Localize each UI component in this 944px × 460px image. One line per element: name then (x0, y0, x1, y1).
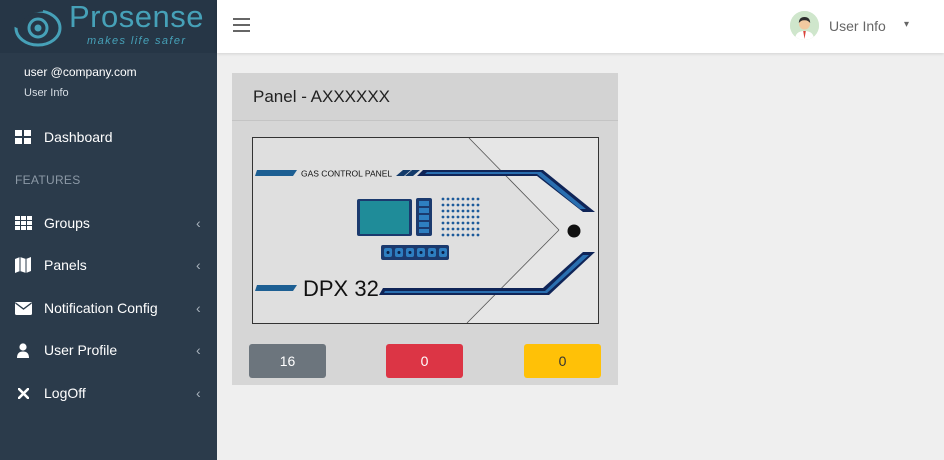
close-icon (14, 384, 32, 402)
gas-panel-illustration: GAS CONTROL PANEL (255, 137, 598, 324)
panel-title[interactable]: Panel - AXXXXXX (253, 86, 391, 106)
alarm-count: 0 (420, 353, 429, 369)
features-section-label: FEATURES (15, 173, 81, 187)
normal-count: 16 (279, 353, 296, 369)
user-subtitle: User Info (24, 87, 69, 99)
panel-counts: 16 0 0 (249, 344, 601, 378)
user-menu-label[interactable]: User Info (829, 18, 886, 34)
grid-icon (14, 214, 32, 232)
sidebar: Prosense makes life safer user @company.… (0, 0, 217, 460)
brand-tagline: makes life safer (87, 35, 187, 47)
dashboard-icon (14, 128, 32, 146)
warning-count: 0 (558, 353, 567, 369)
sidebar-item-label: User Profile (44, 342, 118, 358)
chevron-down-icon[interactable]: ▾ (904, 19, 910, 30)
sidebar-item-notification-config[interactable]: Notification Config ‹ (0, 289, 217, 327)
brand-name: Prosense (69, 0, 204, 34)
chevron-left-icon: ‹ (196, 300, 201, 316)
normal-count-button[interactable]: 16 (249, 344, 326, 378)
chevron-left-icon: ‹ (196, 215, 201, 231)
alarm-count-button[interactable]: 0 (386, 344, 463, 378)
sidebar-item-label: Groups (44, 215, 90, 231)
user-icon (14, 341, 32, 359)
sidebar-item-user-profile[interactable]: User Profile ‹ (0, 331, 217, 369)
panel-image[interactable]: GAS CONTROL PANEL (252, 137, 599, 324)
sidebar-item-label: Dashboard (44, 129, 113, 145)
top-bar: User Info ▾ (217, 0, 944, 53)
chevron-left-icon: ‹ (196, 342, 201, 358)
warning-count-button[interactable]: 0 (524, 344, 601, 378)
panel-header-text: GAS CONTROL PANEL (301, 169, 392, 179)
user-email: user @company.com (24, 65, 137, 79)
sidebar-item-label: LogOff (44, 385, 86, 401)
sidebar-item-panels[interactable]: Panels ‹ (0, 246, 217, 284)
eye-logo-icon (13, 6, 62, 47)
sidebar-item-dashboard[interactable]: Dashboard (0, 118, 217, 156)
sidebar-item-logoff[interactable]: LogOff ‹ (0, 374, 217, 412)
sidebar-item-label: Panels (44, 257, 87, 273)
avatar[interactable] (790, 11, 819, 40)
panel-card: Panel - AXXXXXX GAS CONTROL PANEL (232, 73, 618, 385)
envelope-icon (14, 299, 32, 317)
sidebar-item-groups[interactable]: Groups ‹ (0, 204, 217, 242)
user-block: user @company.com User Info (0, 53, 217, 126)
panel-model-text: DPX 32 (303, 276, 379, 301)
menu-toggle-icon[interactable] (233, 18, 250, 32)
chevron-left-icon: ‹ (196, 385, 201, 401)
brand-logo[interactable]: Prosense makes life safer (0, 0, 217, 53)
map-icon (14, 256, 32, 274)
chevron-left-icon: ‹ (196, 257, 201, 273)
sidebar-item-label: Notification Config (44, 300, 158, 316)
panel-card-header: Panel - AXXXXXX (232, 73, 618, 121)
